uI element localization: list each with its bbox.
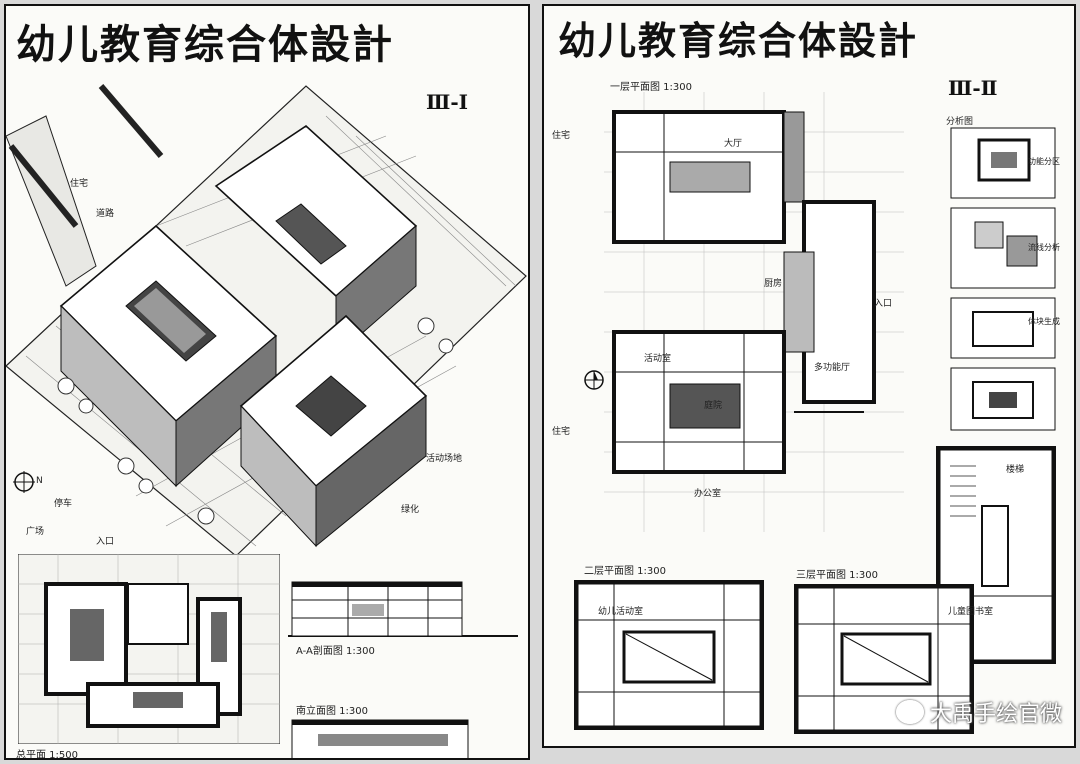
label-road: 道路 — [96, 209, 115, 219]
plan-1f-drawing — [604, 92, 904, 532]
elevation-south-label: 南立面图 1:300 — [296, 706, 368, 717]
analysis-flow: 流线分析 — [1028, 243, 1060, 252]
sheet-left-number: Ⅲ-Ⅰ — [426, 90, 469, 114]
label-residential: 住宅 — [70, 179, 89, 189]
label-activity2: 幼儿活动室 — [598, 607, 644, 617]
label-activity: 活动室 — [644, 354, 672, 364]
sheet-left-title: 幼儿教育综合体設計 — [16, 21, 394, 68]
label-residential-top: 住宅 — [552, 131, 571, 141]
label-hall: 大厅 — [724, 139, 743, 149]
sheet-right: 幼儿教育综合体設計 Ⅲ-Ⅱ 一层平面图 1:300 住宅 住宅 大厅 多功能厅 … — [542, 4, 1076, 748]
elevation-south-drawing — [291, 719, 469, 758]
analysis-diagrams — [950, 127, 1056, 431]
analysis-label: 分析图 — [946, 117, 974, 127]
label-entrance: 入口 — [96, 537, 115, 547]
label-green: 绿化 — [401, 505, 420, 515]
watermark: 大禹手绘官微 — [895, 696, 1062, 728]
label-residential-bottom: 住宅 — [552, 427, 571, 437]
site-plan-label: 总平面 1:500 — [16, 750, 78, 760]
label-courtyard: 庭院 — [704, 401, 723, 411]
analysis-function: 功能分区 — [1028, 157, 1060, 166]
section-aa-drawing — [288, 581, 518, 637]
analysis-volume: 体块生成 — [1028, 317, 1060, 326]
label-playground: 活动场地 — [426, 454, 463, 464]
section-aa-label: A-A剖面图 1:300 — [296, 646, 375, 657]
plan-2f-label: 二层平面图 1:300 — [584, 566, 666, 577]
north-arrow-label: N — [36, 476, 43, 486]
label-library: 儿童图书室 — [948, 607, 994, 617]
plan-1f-label: 一层平面图 1:300 — [610, 82, 692, 93]
sheet-right-title: 幼儿教育综合体設計 — [558, 18, 919, 63]
site-plan-drawing — [18, 554, 280, 744]
plan-3f-drawing — [794, 584, 974, 734]
plan-2f-drawing — [574, 580, 764, 730]
plan-3f-label: 三层平面图 1:300 — [796, 570, 878, 581]
wechat-icon — [895, 700, 924, 724]
sheet-left: 幼儿教育综合体設計 Ⅲ-Ⅰ — [4, 4, 530, 760]
watermark-text: 大禹手绘官微 — [929, 702, 1062, 727]
label-office: 办公室 — [694, 489, 722, 499]
label-entrance: 入口 — [874, 299, 893, 309]
sheet-right-number: Ⅲ-Ⅱ — [948, 76, 998, 100]
axonometric-drawing — [6, 84, 527, 557]
label-stair: 楼梯 — [1006, 465, 1025, 475]
label-plaza: 广场 — [26, 527, 45, 537]
north-arrow-icon — [584, 370, 604, 390]
label-multi: 多功能厅 — [814, 363, 851, 373]
label-kitchen: 厨房 — [764, 279, 783, 289]
label-parking: 停车 — [54, 499, 73, 509]
